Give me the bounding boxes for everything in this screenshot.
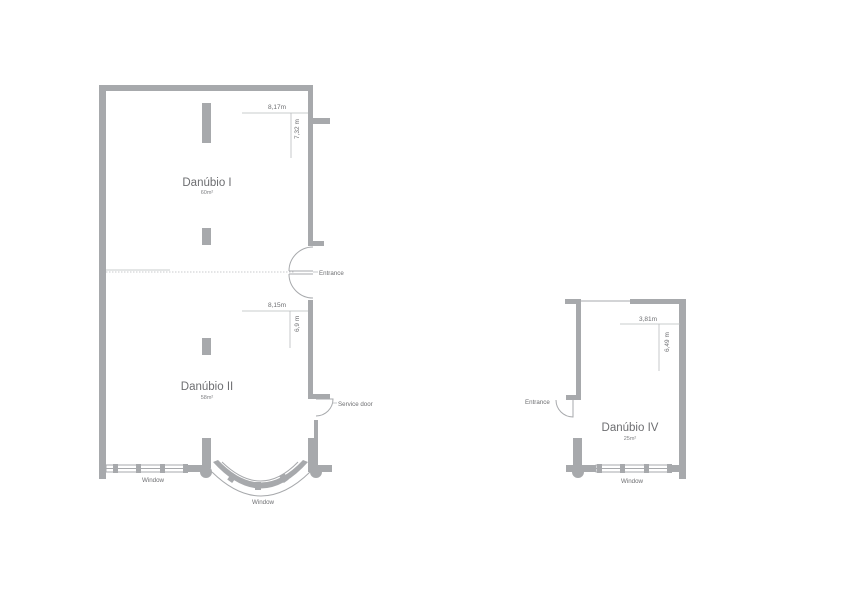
column [308, 438, 317, 468]
width-danubio-4: 3,81m [639, 316, 657, 323]
wall-right-upper [308, 85, 313, 245]
wall-top-right [630, 299, 686, 304]
column [202, 438, 211, 468]
column [202, 228, 211, 245]
column [202, 338, 211, 355]
plan-danubio-4: 3,81m 6,49 m Danúbio IV 25m² Entrance Wi… [525, 299, 686, 485]
wall-left-upper [576, 299, 581, 399]
depth-danubio-4: 6,49 m [664, 332, 671, 352]
window-strip-left [105, 464, 188, 473]
service-door-label: Service door [338, 401, 373, 408]
room-area-danubio-4: 25m² [624, 436, 637, 442]
plan-danubio-1-2: 8,17m 7,32 m 8,15m 6,9 m Danúbio I 60m² … [99, 85, 373, 506]
column-round [310, 466, 322, 478]
window-label-bay: Window [252, 499, 275, 506]
window-label-small: Window [621, 478, 644, 485]
wall-bottom [566, 465, 596, 472]
room-area-danubio-2: 58m² [201, 395, 214, 401]
room-name-danubio-2: Danúbio II [181, 381, 233, 393]
dimension-danubio-2: 8,15m 6,9 m [242, 302, 308, 348]
width-danubio-1: 8,17m [268, 104, 286, 111]
dimension-danubio-1: 8,17m 7,32 m [242, 104, 308, 158]
depth-danubio-2: 6,9 m [294, 316, 301, 332]
wall-left [99, 85, 106, 479]
bay-window [211, 460, 311, 497]
room-name-danubio-4: Danúbio IV [602, 422, 659, 434]
wall-stub [308, 118, 330, 124]
depth-danubio-1: 7,32 m [294, 119, 301, 139]
wall-top [99, 85, 313, 91]
entrance-door [288, 246, 318, 299]
entrance-door-small [555, 399, 574, 418]
window-label-left: Window [142, 477, 165, 484]
wall-return-lower [308, 394, 330, 399]
room-area-danubio-1: 60m² [201, 190, 214, 196]
column [202, 103, 211, 143]
wall-right [679, 299, 686, 479]
width-danubio-2: 8,15m [268, 302, 286, 309]
wall-right-lower [308, 300, 313, 399]
wall-top-left [565, 299, 581, 304]
service-door [315, 398, 337, 417]
dimension-danubio-4: 3,81m 6,49 m [620, 316, 680, 371]
entrance-label-small: Entrance [525, 399, 550, 406]
entrance-label: Entrance [319, 270, 344, 277]
wall-left-lower [573, 438, 582, 468]
column-round [200, 466, 212, 478]
room-name-danubio-1: Danúbio I [182, 177, 231, 189]
wall-return-upper [308, 241, 324, 246]
window-strip-small [595, 464, 672, 473]
wall-left-return [566, 395, 581, 400]
